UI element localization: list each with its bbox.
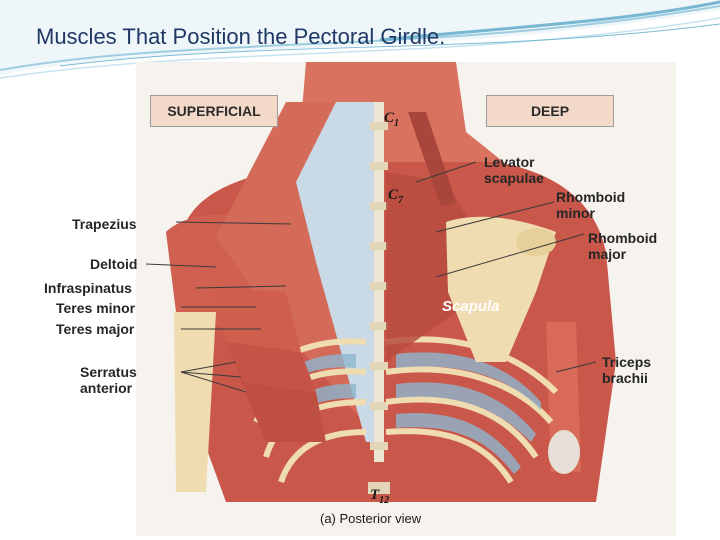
- rhomboid-minor-line1: Rhomboid: [556, 189, 626, 205]
- serratus-anterior-label: Serratus anterior: [80, 364, 137, 396]
- levator-scapulae-label: Levator scapulae: [484, 154, 544, 186]
- teres-major-label: Teres major: [56, 321, 135, 337]
- deltoid-label: Deltoid: [90, 256, 138, 272]
- vertebra-c7-label: C7: [388, 187, 403, 206]
- scapula-label: Scapula: [442, 298, 500, 315]
- deep-header: DEEP: [486, 95, 614, 127]
- vertebra-t12-label: T12: [370, 487, 389, 506]
- teres-minor-label: Teres minor: [56, 300, 136, 316]
- vertebra-c1-number: 1: [394, 118, 400, 129]
- anatomy-figure: SUPERFICIAL DEEP C1 C7 T12 Scapula Trape…: [36, 62, 684, 536]
- back-muscles-illustration: [136, 62, 676, 536]
- vertebra-c1-label: C1: [384, 110, 399, 129]
- trapezius-label: Trapezius: [72, 216, 137, 232]
- triceps-brachii-line2: brachii: [602, 370, 648, 386]
- rhomboid-major-line1: Rhomboid: [588, 230, 658, 246]
- figure-caption: (a) Posterior view: [320, 511, 422, 526]
- triceps-brachii-line1: Triceps: [602, 354, 652, 370]
- vertebra-t12-number: 12: [379, 495, 390, 506]
- slide-title: Muscles That Position the Pectoral Girdl…: [36, 24, 446, 49]
- levator-scapulae-line2: scapulae: [484, 170, 544, 186]
- title-swoosh-decoration: [0, 0, 720, 79]
- vertebra-c1-letter: C: [384, 110, 395, 126]
- vertebra-t12-letter: T: [370, 487, 380, 503]
- levator-scapulae-line1: Levator: [484, 154, 535, 170]
- rhomboid-minor-line2: minor: [556, 205, 595, 221]
- rhomboid-major-line2: major: [588, 246, 627, 262]
- rhomboid-minor-label: Rhomboid minor: [556, 189, 625, 221]
- vertebra-c7-letter: C: [388, 187, 399, 203]
- superficial-header: SUPERFICIAL: [150, 95, 278, 127]
- triceps-brachii-label: Triceps brachii: [602, 354, 651, 386]
- vertebra-c7-number: 7: [398, 195, 404, 206]
- rhomboid-major-label: Rhomboid major: [588, 230, 657, 262]
- infraspinatus-label: Infraspinatus: [44, 280, 132, 296]
- serratus-anterior-line2: anterior: [80, 380, 133, 396]
- serratus-anterior-line1: Serratus: [80, 364, 137, 380]
